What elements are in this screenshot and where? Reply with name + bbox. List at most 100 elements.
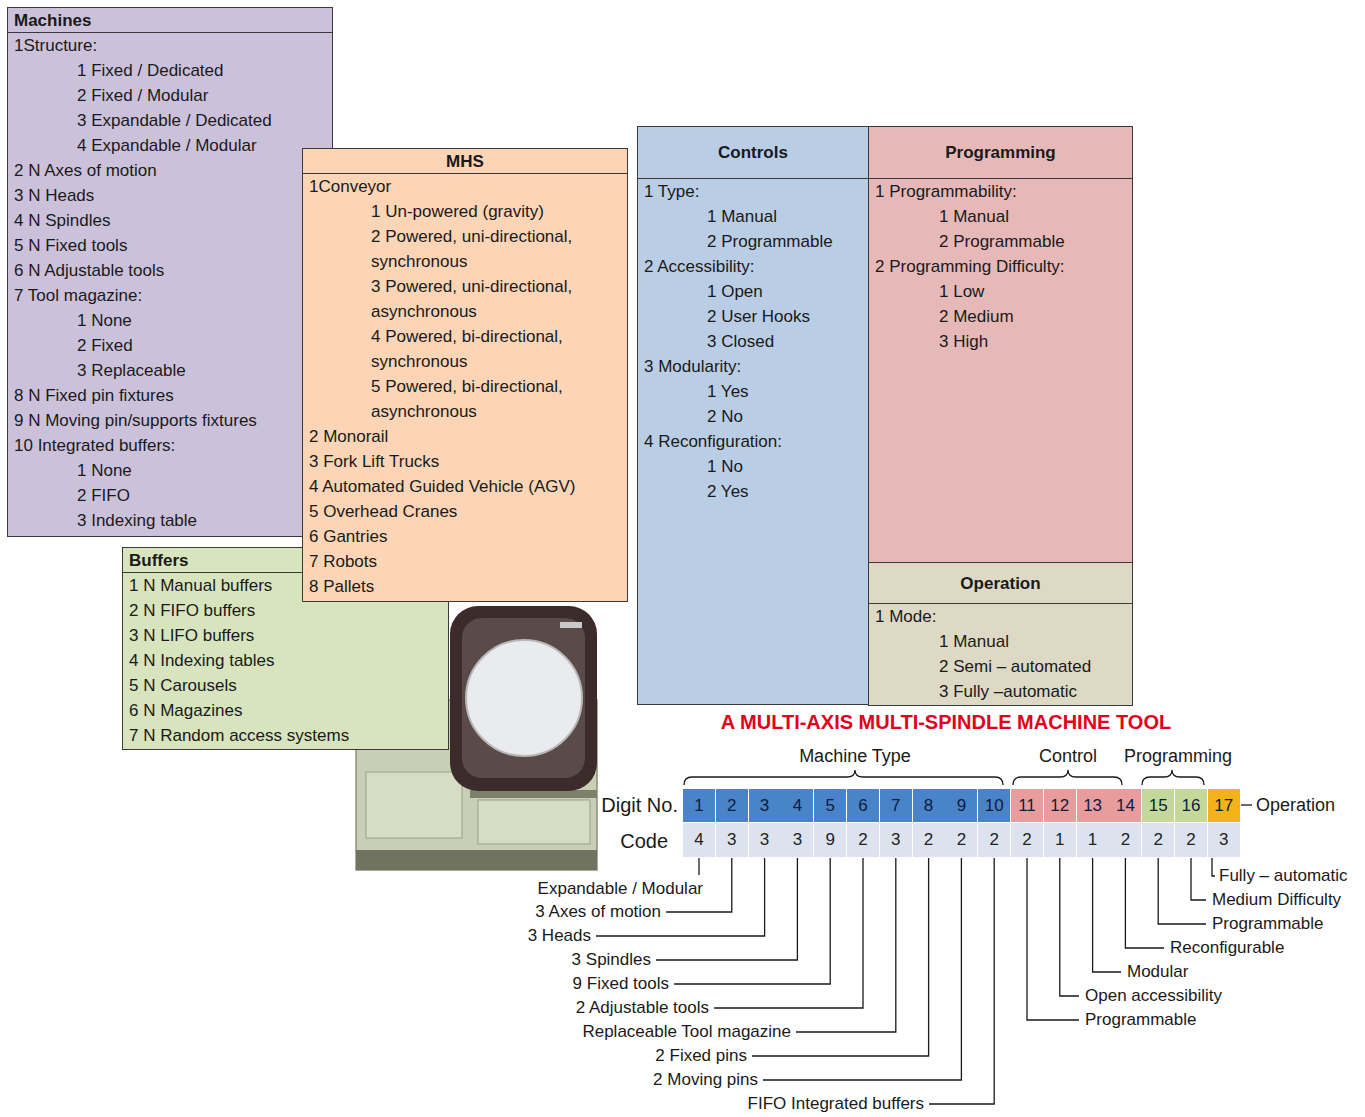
code-digit: 2 xyxy=(1022,830,1031,850)
code-cell: 2 xyxy=(1175,823,1207,857)
cabinet-door xyxy=(366,772,462,838)
code-digit: 6 xyxy=(858,796,867,816)
option-item: 5 Powered, bi-directional, asynchronous xyxy=(303,374,627,424)
code-digit: 3 xyxy=(1219,830,1228,850)
option-item: 1 Manual xyxy=(869,629,1132,654)
option-item: 9 N Moving pin/supports fixtures xyxy=(8,408,332,433)
option-item: 2 Programmable xyxy=(638,229,868,254)
option-item: 5 N Carousels xyxy=(123,673,448,698)
code-cell: 4 xyxy=(683,823,715,857)
code-cell: 2 xyxy=(1011,823,1043,857)
category-box: Operation1 Mode:1 Manual2 Semi – automat… xyxy=(868,562,1133,706)
group-label: Control xyxy=(1039,746,1097,766)
code-cell: 3 xyxy=(781,823,813,857)
option-item: 1 Mode: xyxy=(869,604,1132,629)
code-cell: 6 xyxy=(847,789,879,822)
code-digit: 2 xyxy=(727,796,736,816)
code-cell: 3 xyxy=(880,823,912,857)
row-label: Digit No. xyxy=(601,795,678,815)
option-item: 6 N Magazines xyxy=(123,698,448,723)
monitor-housing xyxy=(450,606,597,791)
option-item: 4 Automated Guided Vehicle (AGV) xyxy=(303,474,627,499)
option-item: 1 No xyxy=(638,454,868,479)
leader-line xyxy=(796,858,896,1032)
option-item: 1 None xyxy=(8,308,332,333)
code-cell: 2 xyxy=(978,823,1010,857)
option-item: 3 Expandable / Dedicated xyxy=(8,108,332,133)
code-digit: 3 xyxy=(760,796,769,816)
category-box: Programming1 Programmability:1 Manual2 P… xyxy=(868,126,1133,563)
code-digit: 13 xyxy=(1083,796,1102,816)
option-item: 8 N Fixed pin fixtures xyxy=(8,383,332,408)
monitor-badge xyxy=(560,622,582,628)
option-item: 2 Programming Difficulty: xyxy=(869,254,1132,279)
code-digit: 10 xyxy=(985,796,1004,816)
option-item: 4 Expandable / Modular xyxy=(8,133,332,158)
code-cell: 8 xyxy=(913,789,945,822)
code-cell: 2 xyxy=(716,789,748,822)
leader-line xyxy=(1241,804,1252,805)
code-cell: 2 xyxy=(913,823,945,857)
leader-line xyxy=(1212,858,1215,876)
category-box: MHS1Conveyor1 Un-powered (gravity)2 Powe… xyxy=(302,148,628,602)
leader-line xyxy=(1027,858,1079,1020)
leader-line xyxy=(1060,858,1079,996)
code-digit: 2 xyxy=(989,830,998,850)
code-digit: 3 xyxy=(760,830,769,850)
option-item: 6 Gantries xyxy=(303,524,627,549)
code-meaning: 2 Fixed pins xyxy=(655,1046,747,1066)
code-digit: 3 xyxy=(891,830,900,850)
leader-line xyxy=(1158,858,1206,924)
group-bracket xyxy=(1013,770,1122,785)
code-meaning: Fully – automatic xyxy=(1219,866,1348,886)
box-heading: MHS xyxy=(303,149,627,174)
option-item: 6 N Adjustable tools xyxy=(8,258,332,283)
row-label: Operation xyxy=(1256,795,1335,815)
option-item: 2 Fixed xyxy=(8,333,332,358)
code-cell: 1 xyxy=(683,789,715,822)
code-meaning: 3 Axes of motion xyxy=(535,902,661,922)
option-item: 1 Manual xyxy=(869,204,1132,229)
code-digit: 17 xyxy=(1214,796,1233,816)
leader-line xyxy=(1125,858,1164,948)
leader-line xyxy=(763,858,961,1080)
option-item: 2 Accessibility: xyxy=(638,254,868,279)
code-digit: 2 xyxy=(924,830,933,850)
code-cell: 4 xyxy=(781,789,813,822)
code-cell: 9 xyxy=(945,789,977,822)
row-label: Code xyxy=(620,831,668,851)
option-item: 3 Modularity: xyxy=(638,354,868,379)
option-item: 7 Robots xyxy=(303,549,627,574)
code-cell: 9 xyxy=(814,823,846,857)
option-item: 2 FIFO xyxy=(8,483,332,508)
leader-line xyxy=(656,858,797,960)
option-item: 2 Monorail xyxy=(303,424,627,449)
code-digit: 14 xyxy=(1116,796,1135,816)
option-item: 4 N Indexing tables xyxy=(123,648,448,673)
group-label: Machine Type xyxy=(799,746,911,766)
code-digit: 5 xyxy=(825,796,834,816)
code-cell: 3 xyxy=(716,823,748,857)
code-cell: 11 xyxy=(1011,789,1043,822)
code-cell: 10 xyxy=(978,789,1010,822)
section-title: A MULTI-AXIS MULTI-SPINDLE MACHINE TOOL xyxy=(721,711,1171,733)
code-digit: 2 xyxy=(1121,830,1130,850)
code-digit: 3 xyxy=(727,830,736,850)
code-cell: 2 xyxy=(1142,823,1174,857)
leader-line xyxy=(1191,858,1206,900)
code-meaning: Modular xyxy=(1127,962,1188,982)
code-cell: 1 xyxy=(1044,823,1076,857)
code-cell: 15 xyxy=(1142,789,1174,822)
option-item: 1 Low xyxy=(869,279,1132,304)
option-item: 1 Fixed / Dedicated xyxy=(8,58,332,83)
option-item: 3 Fork Lift Trucks xyxy=(303,449,627,474)
code-digit: 2 xyxy=(858,830,867,850)
code-meaning: 9 Fixed tools xyxy=(573,974,669,994)
option-item: 1 Manual xyxy=(638,204,868,229)
group-label: Programming xyxy=(1124,746,1232,766)
option-item: 1Structure: xyxy=(8,33,332,58)
code-meaning: Programmable xyxy=(1212,914,1324,934)
option-item: 2 User Hooks xyxy=(638,304,868,329)
code-cell: 2 xyxy=(945,823,977,857)
